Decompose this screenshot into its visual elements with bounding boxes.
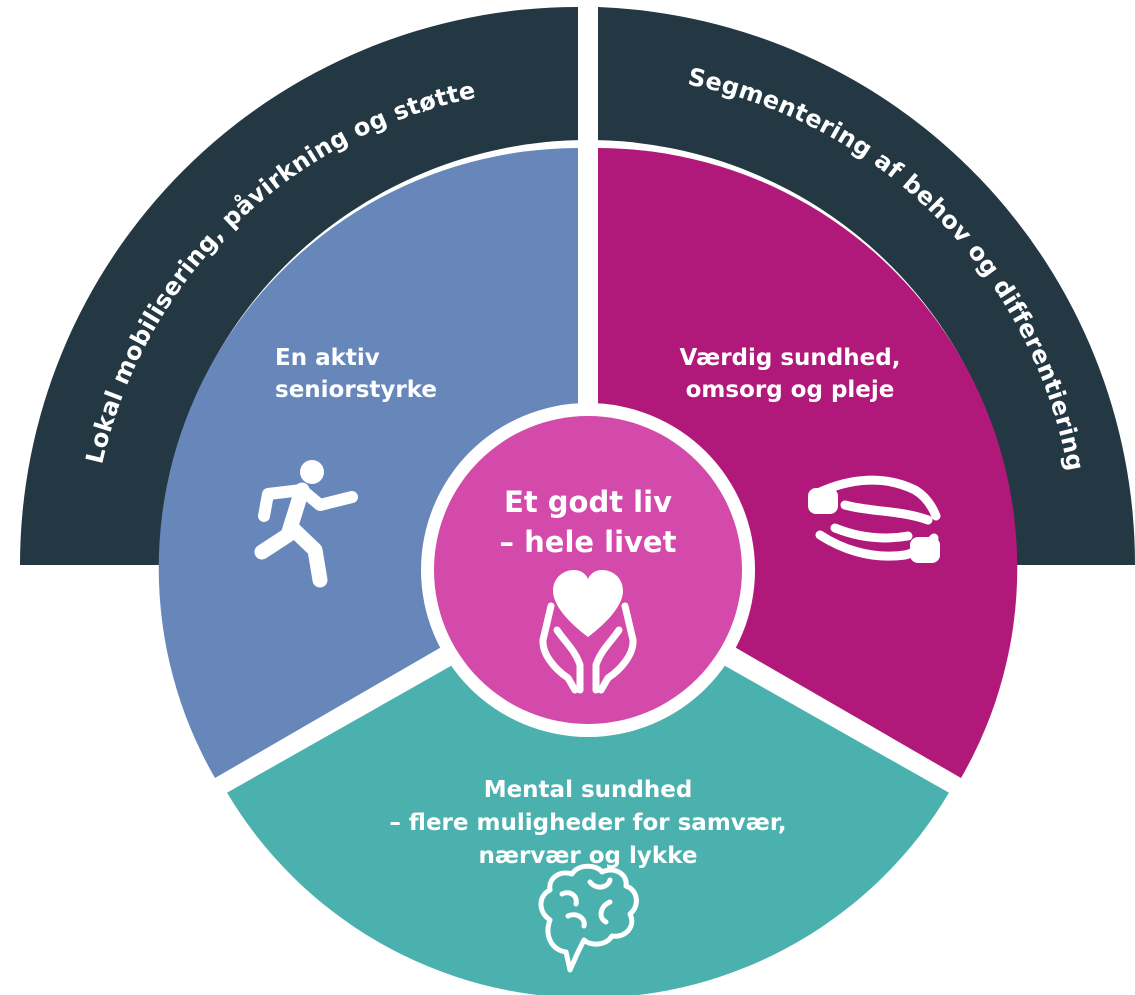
segment-active-senior-line1: En aktiv <box>275 345 380 371</box>
segment-active-senior-line2: seniorstyrke <box>275 377 437 403</box>
center-circle <box>434 416 742 724</box>
center-title-line1: Et godt liv <box>504 485 672 519</box>
center-title-line2: – hele livet <box>500 525 677 559</box>
segment-mental-health <box>226 585 950 995</box>
caring-hands-icon <box>808 475 941 563</box>
segment-mental-health-line2: – flere muligheder for samvær, <box>389 810 786 836</box>
brain-icon <box>538 863 639 973</box>
segment-mental-health-line1: Mental sundhed <box>484 777 693 803</box>
heart-in-hands-icon <box>539 570 637 694</box>
segment-dignified-health-line2: omsorg og pleje <box>686 377 895 403</box>
running-person-icon <box>254 460 358 588</box>
segment-dignified-health-line1: Værdig sundhed, <box>680 345 901 371</box>
